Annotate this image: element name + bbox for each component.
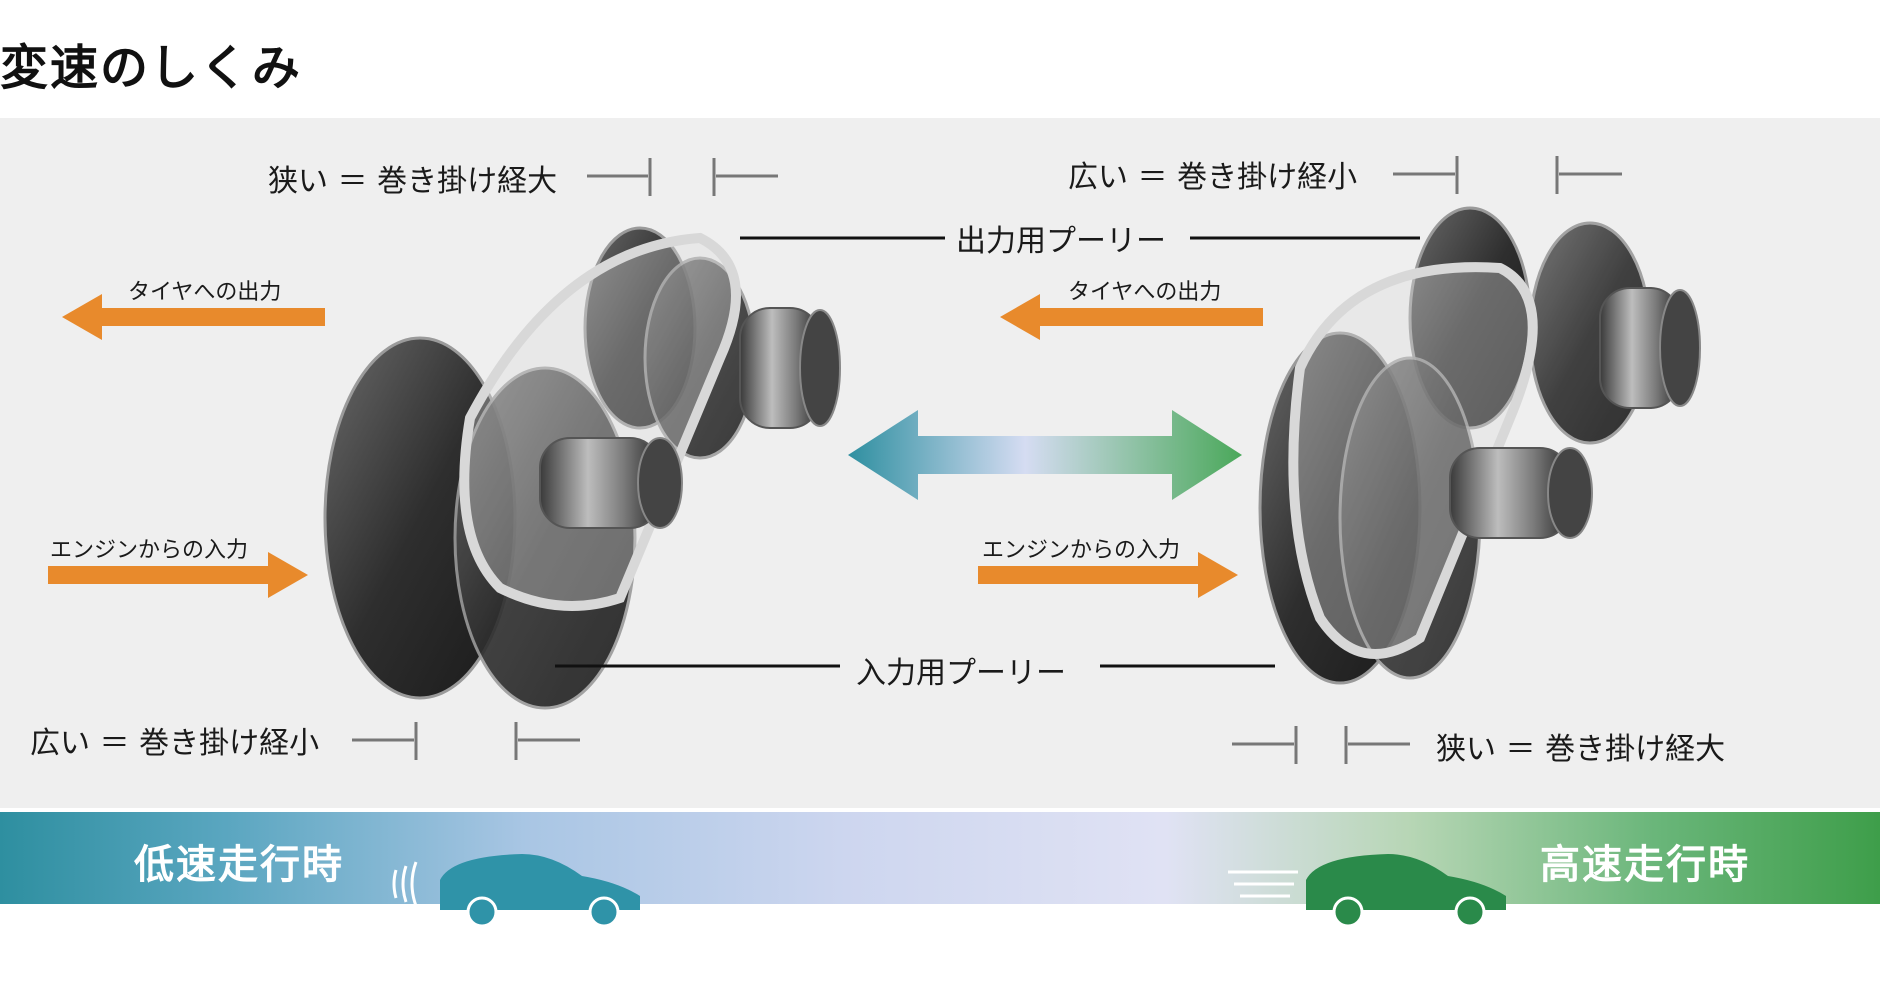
low-speed-label: 低速走行時 [134,842,344,888]
left-narrow-label: 狭い ＝ 巻き掛け経大 [268,164,558,199]
left-top-dimension [587,158,778,196]
center-double-arrow [848,410,1242,500]
output-pulley-label: 出力用プーリー [956,224,1166,259]
left-output-label: タイヤへの出力 [128,280,282,305]
right-top-dimension [1393,156,1622,194]
high-speed-car-icon [1228,854,1506,928]
right-input-label: エンジンからの入力 [982,538,1181,563]
right-input-arrow [978,552,1238,598]
left-input-arrow [48,552,308,598]
left-input-label: エンジンからの入力 [50,538,249,563]
speed-gradient-band [0,812,1880,904]
page-title: 変速のしくみ [0,40,302,96]
right-bottom-dimension [1232,726,1410,764]
left-bottom-dimension [352,722,580,760]
right-belt [1288,262,1538,659]
right-pulley-assembly [1258,206,1701,685]
cvt-diagram [48,156,1701,764]
right-narrow-label: 狭い ＝ 巻き掛け経大 [1436,732,1726,767]
left-output-arrow [62,294,325,340]
input-pulley-label: 入力用プーリー [856,656,1066,691]
left-wide-label: 広い ＝ 巻き掛け経小 [30,726,320,761]
right-wide-label: 広い ＝ 巻き掛け経小 [1068,160,1358,195]
high-speed-label: 高速走行時 [1540,842,1750,888]
left-pulley-assembly [323,226,841,710]
right-output-label: タイヤへの出力 [1068,280,1222,305]
right-output-arrow [1000,294,1263,340]
left-belt [459,232,741,611]
low-speed-car-icon [392,854,640,928]
